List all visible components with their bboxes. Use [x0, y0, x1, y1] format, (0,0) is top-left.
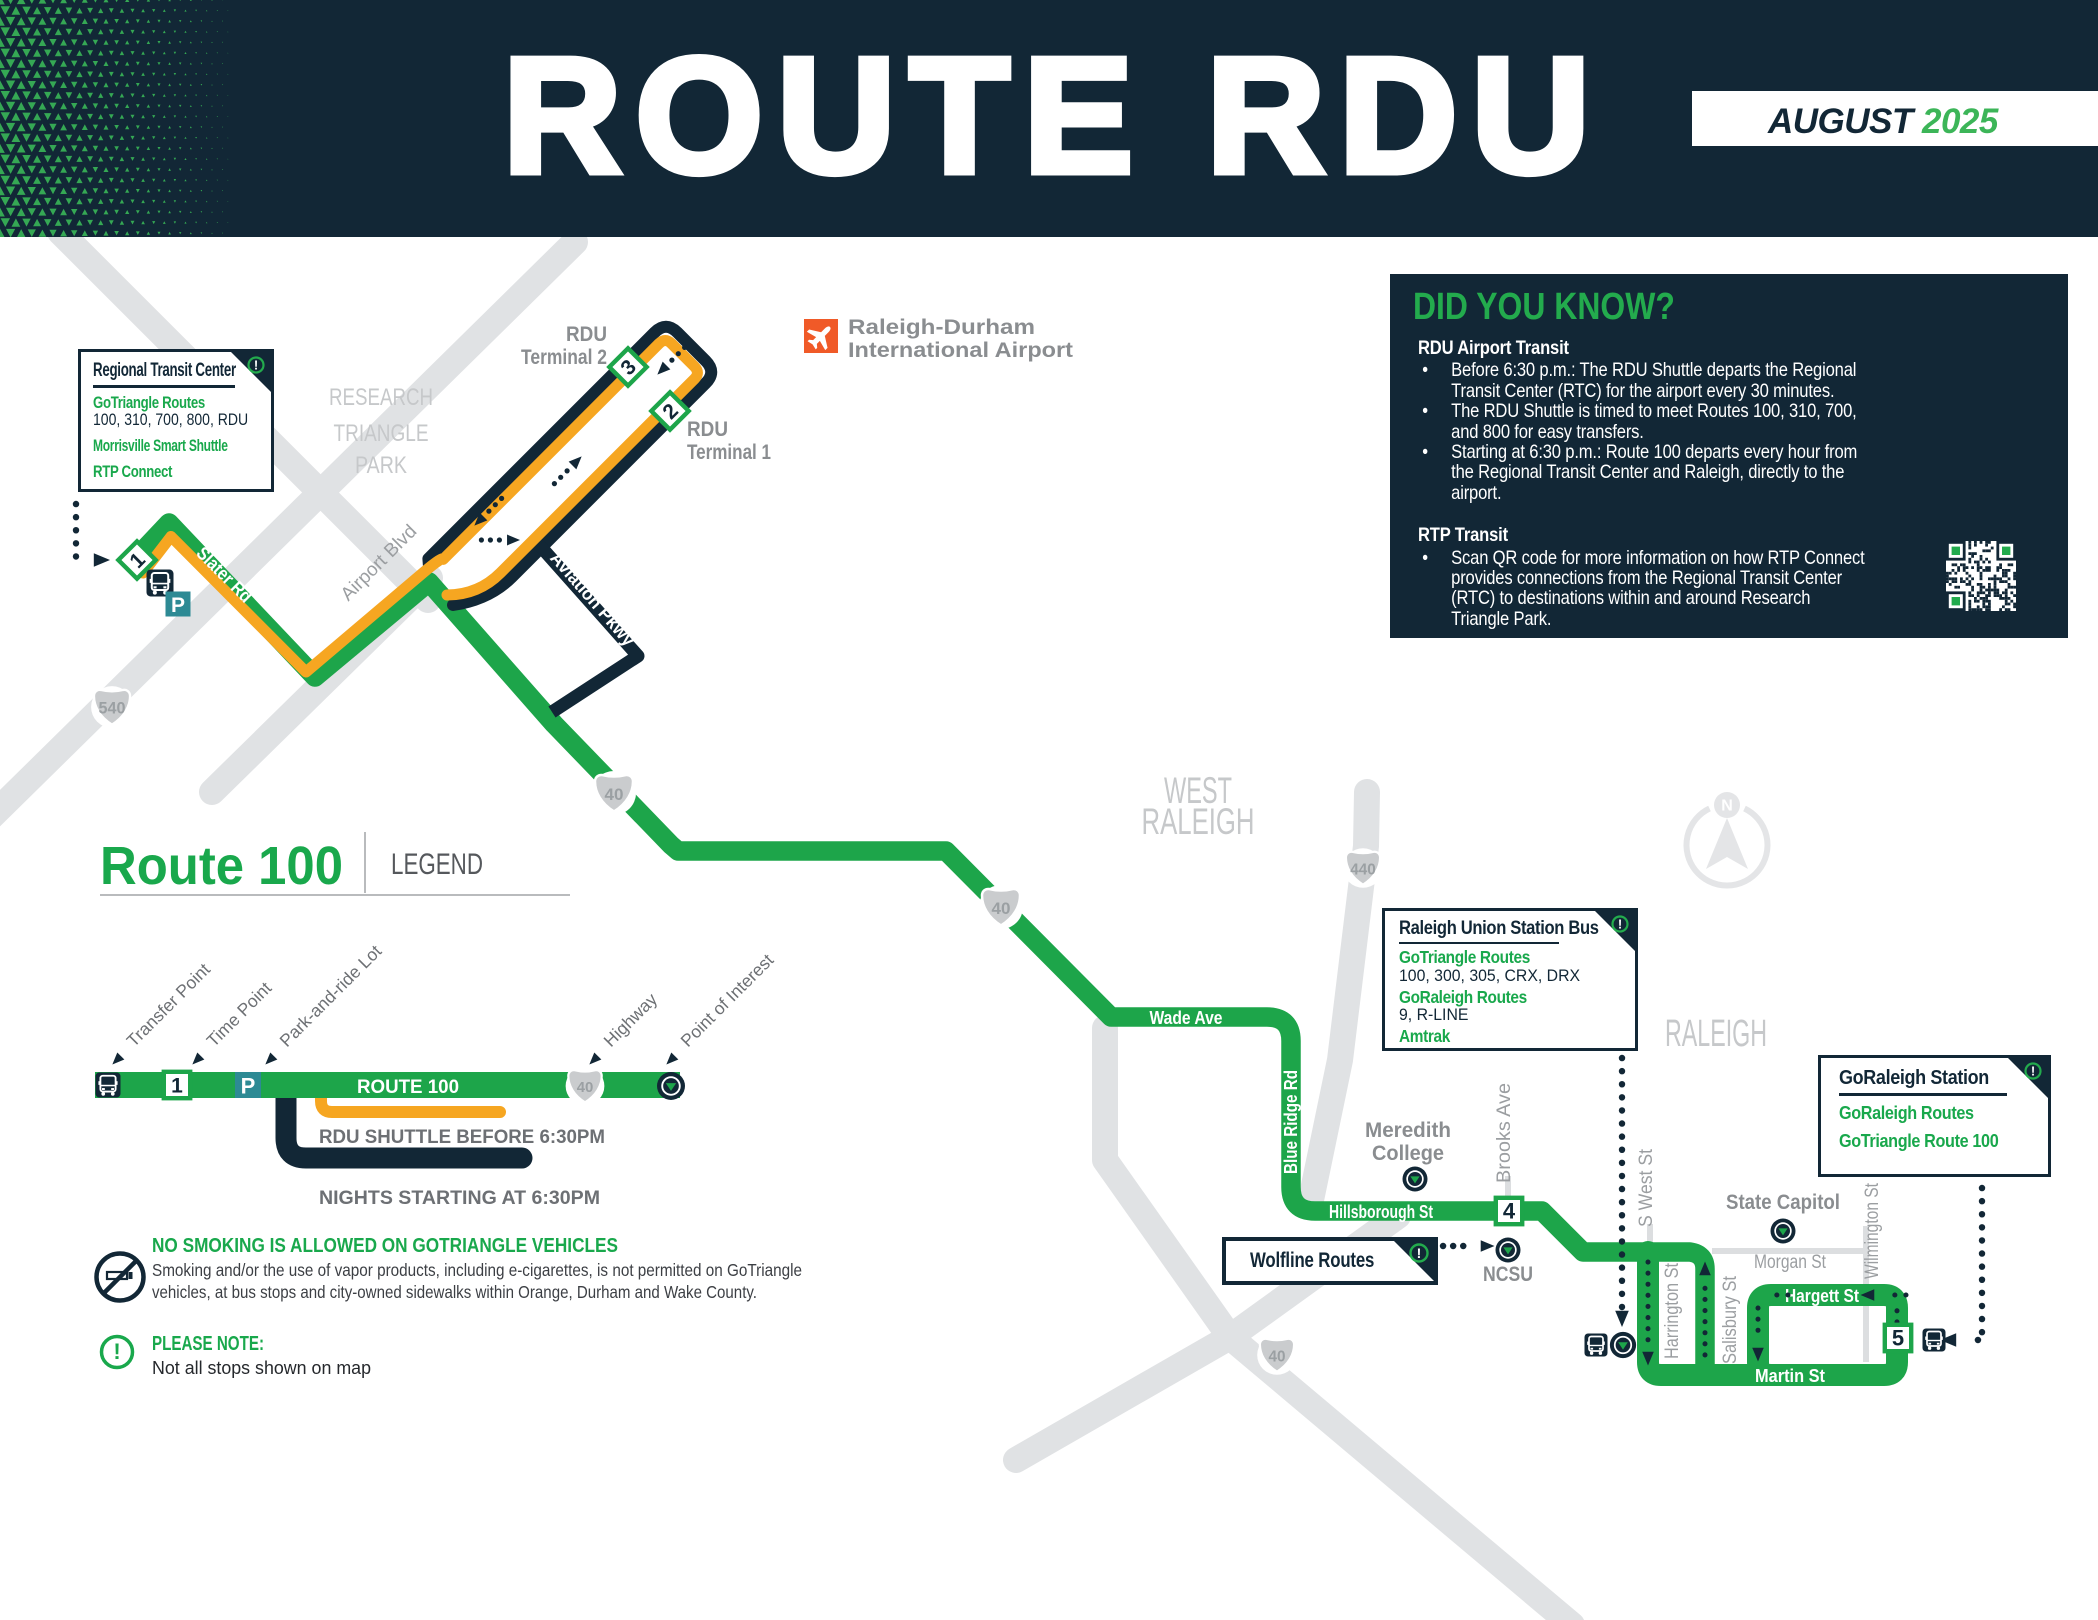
svg-text:!: !	[1618, 917, 1622, 932]
svg-text:Brooks Ave: Brooks Ave	[1494, 1083, 1515, 1183]
svg-text:LEGEND: LEGEND	[391, 848, 483, 881]
svg-text:Raleigh-Durham: Raleigh-Durham	[848, 316, 1035, 339]
svg-text:!: !	[254, 358, 258, 373]
svg-text:40: 40	[1268, 1348, 1285, 1365]
svg-text:RDU SHUTTLE BEFORE 6:30PM: RDU SHUTTLE BEFORE 6:30PM	[319, 1127, 605, 1148]
svg-text:NIGHTS STARTING AT 6:30PM: NIGHTS STARTING AT 6:30PM	[319, 1188, 600, 1209]
svg-text:College: College	[1372, 1142, 1444, 1165]
svg-text:RESEARCH: RESEARCH	[329, 384, 433, 411]
svg-text:!: !	[113, 1339, 120, 1364]
svg-text:P: P	[241, 1073, 256, 1098]
svg-text:40: 40	[577, 1079, 594, 1096]
svg-text:RALEIGH: RALEIGH	[1665, 1013, 1767, 1055]
svg-text:State Capitol: State Capitol	[1726, 1191, 1840, 1214]
svg-text:Harrington St: Harrington St	[1662, 1262, 1683, 1359]
svg-text:Smoking and/or the use of vapo: Smoking and/or the use of vapor products…	[152, 1260, 802, 1280]
svg-text:RDU: RDU	[566, 323, 607, 346]
svg-text:Transfer Point: Transfer Point	[123, 959, 214, 1050]
svg-text:Terminal 2: Terminal 2	[521, 346, 607, 369]
svg-text:Wilmington St: Wilmington St	[1862, 1182, 1883, 1279]
svg-text:vehicles, at bus stops and cit: vehicles, at bus stops and city-owned si…	[152, 1282, 757, 1302]
svg-text:WEST: WEST	[1164, 770, 1232, 811]
svg-text:Terminal 1: Terminal 1	[687, 441, 771, 464]
svg-text:Meredith: Meredith	[1365, 1119, 1451, 1142]
svg-text:ROUTE 100: ROUTE 100	[357, 1076, 459, 1098]
svg-text:!: !	[1417, 1245, 1422, 1261]
svg-text:Time Point: Time Point	[203, 978, 276, 1051]
svg-text:Salisbury St: Salisbury St	[1720, 1275, 1741, 1364]
svg-text:N: N	[1721, 798, 1733, 815]
svg-text:NO SMOKING IS ALLOWED ON GOTRI: NO SMOKING IS ALLOWED ON GOTRIANGLE VEHI…	[152, 1234, 618, 1257]
svg-text:Point of Interest: Point of Interest	[677, 950, 778, 1051]
svg-text:1: 1	[171, 1075, 183, 1098]
svg-text:Not all stops shown on map: Not all stops shown on map	[152, 1357, 371, 1378]
svg-text:PARK: PARK	[355, 452, 407, 479]
svg-text:Hargett St: Hargett St	[1785, 1286, 1859, 1306]
svg-text:P: P	[171, 594, 185, 617]
svg-text:RDU: RDU	[687, 418, 728, 441]
svg-text:5: 5	[1892, 1326, 1904, 1351]
svg-text:Route 100: Route 100	[100, 836, 343, 896]
svg-text:540: 540	[99, 700, 126, 718]
svg-text:40: 40	[992, 899, 1011, 918]
svg-text:NCSU: NCSU	[1483, 1263, 1533, 1286]
svg-text:Martin St: Martin St	[1755, 1366, 1825, 1386]
svg-text:Highway: Highway	[600, 989, 662, 1051]
svg-text:!: !	[2031, 1064, 2035, 1079]
svg-text:40: 40	[605, 785, 624, 804]
svg-text:Hillsborough St: Hillsborough St	[1329, 1201, 1433, 1222]
svg-text:TRIANGLE: TRIANGLE	[334, 420, 429, 447]
svg-text:Morgan St: Morgan St	[1754, 1252, 1827, 1273]
svg-text:PLEASE NOTE:: PLEASE NOTE:	[152, 1333, 264, 1355]
svg-text:S West St: S West St	[1636, 1148, 1657, 1227]
svg-text:440: 440	[1350, 861, 1376, 878]
svg-text:4: 4	[1503, 1199, 1516, 1224]
svg-text:Wade Ave: Wade Ave	[1150, 1007, 1223, 1028]
svg-text:RALEIGH: RALEIGH	[1142, 801, 1255, 842]
svg-text:International Airport: International Airport	[848, 339, 1073, 362]
svg-text:Aviation Pkwy: Aviation Pkwy	[546, 547, 640, 650]
svg-text:Park-and-ride Lot: Park-and-ride Lot	[276, 941, 386, 1051]
svg-text:Blue Ridge Rd: Blue Ridge Rd	[1280, 1070, 1301, 1174]
